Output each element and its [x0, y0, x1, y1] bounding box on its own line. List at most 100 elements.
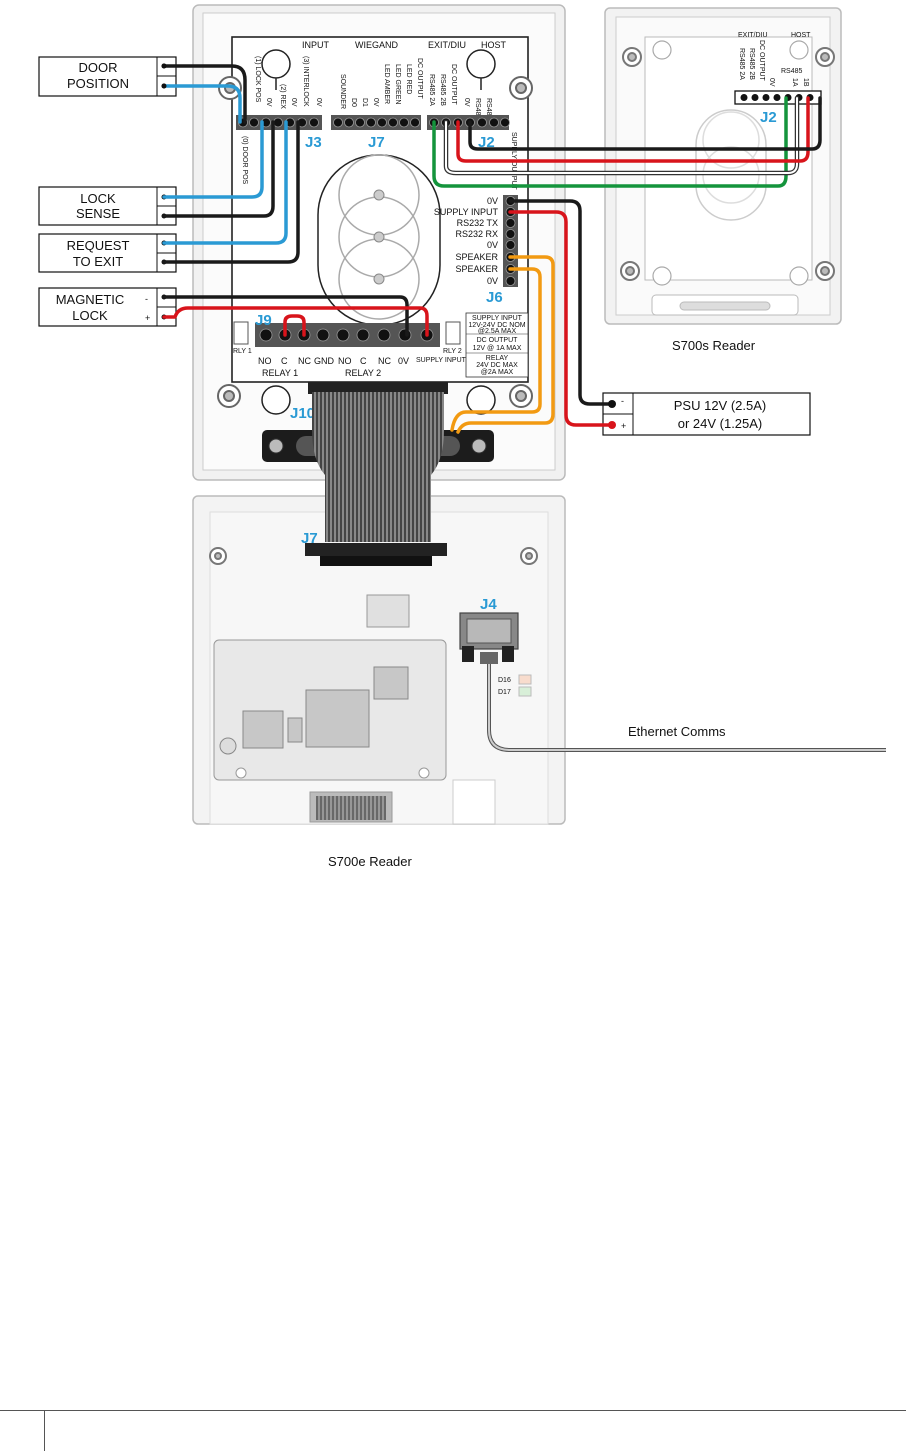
j3-label: J3 [305, 134, 322, 151]
svg-text:0V: 0V [372, 98, 379, 107]
svg-text:LED RED: LED RED [405, 64, 412, 94]
svg-text:RS485 2B: RS485 2B [439, 74, 446, 106]
header-input: INPUT [302, 40, 330, 50]
svg-text:D17: D17 [498, 689, 511, 696]
svg-text:SOUNDER: SOUNDER [339, 74, 346, 109]
svg-text:DC OUTPUT: DC OUTPUT [416, 58, 423, 100]
svg-text:SUPPLY INPUT: SUPPLY INPUT [434, 207, 499, 217]
svg-text:TO EXIT: TO EXIT [73, 254, 123, 269]
reader-j7-label: J7 [301, 530, 318, 547]
svg-text:RLY 2: RLY 2 [443, 348, 462, 355]
svg-text:0V: 0V [398, 356, 409, 366]
svg-text:LED GREEN: LED GREEN [394, 64, 401, 104]
svg-text:(3) INTERLOCK: (3) INTERLOCK [302, 56, 309, 107]
svg-text:LED AMBER: LED AMBER [383, 64, 390, 104]
s700e-reader: J7 J4 D16 D17 Ethernet Comms S700e Reade… [192, 495, 886, 869]
svg-text:HOST: HOST [791, 32, 811, 39]
svg-text:1A: 1A [791, 78, 798, 87]
svg-text:0V: 0V [487, 276, 498, 286]
svg-text:LOCK: LOCK [72, 308, 108, 323]
header-host: HOST [481, 40, 507, 50]
svg-text:-: - [621, 396, 624, 406]
svg-text:@2.5A MAX: @2.5A MAX [478, 328, 517, 335]
svg-text:PSU 12V (2.5A): PSU 12V (2.5A) [674, 398, 767, 413]
j9-label: J9 [255, 312, 272, 329]
svg-text:RS485: RS485 [781, 68, 803, 75]
svg-text:0V: 0V [463, 98, 470, 107]
svg-text:or 24V (1.25A): or 24V (1.25A) [678, 416, 763, 431]
svg-text:NO: NO [338, 356, 352, 366]
svg-text:REQUEST: REQUEST [67, 238, 130, 253]
svg-text:RELAY 2: RELAY 2 [345, 368, 381, 378]
s700s-reader: EXIT/DIU HOST RS485 1B 1A 0V DC OUTPUT R… [604, 7, 842, 353]
svg-text:RS232 TX: RS232 TX [457, 218, 498, 228]
svg-text:NO: NO [258, 356, 272, 366]
footer-rule [0, 1410, 906, 1411]
svg-text:D16: D16 [498, 677, 511, 684]
door-position-box: DOOR POSITION [38, 56, 177, 97]
status-leds: D16 D17 [498, 674, 532, 697]
ethernet-jack [459, 612, 519, 664]
reader-j4-label: J4 [480, 596, 497, 613]
lock-sense-box: LOCK SENSE [38, 186, 177, 226]
magnetic-lock-box: MAGNETIC LOCK - + [38, 287, 177, 327]
svg-text:RELAY 1: RELAY 1 [262, 368, 298, 378]
header-exit-diu: EXIT/DIU [428, 40, 466, 50]
j6-label: J6 [486, 289, 503, 306]
supply-spec-box: SUPPLY INPUT 12V-24V DC NOM @2.5A MAX DC… [465, 312, 529, 378]
svg-text:24V DC MAX: 24V DC MAX [476, 362, 518, 369]
svg-text:GND: GND [314, 356, 335, 366]
ribbon-connector-bottom [309, 791, 393, 823]
s700e-reader-caption: S700e Reader [328, 854, 413, 869]
svg-text:SUPPLY INPUT: SUPPLY INPUT [416, 357, 467, 364]
ethernet-comms-label: Ethernet Comms [628, 724, 726, 739]
request-to-exit-box: REQUEST TO EXIT [38, 233, 177, 273]
svg-text:DC OUTPUT: DC OUTPUT [450, 64, 457, 106]
svg-text:0V: 0V [487, 196, 498, 206]
speaker-area [317, 154, 441, 326]
j2-label: J2 [478, 134, 495, 151]
mounting-holes [217, 76, 533, 408]
s700s-j2-terminal [734, 90, 822, 105]
pcb-board [213, 639, 447, 781]
j7-terminal-block [331, 115, 421, 130]
s700e-controller: INPUT WIEGAND EXIT/DIU HOST (1) LOCK POS… [192, 4, 566, 481]
svg-text:RS485 1A: RS485 1A [474, 98, 481, 130]
psu-box: - + PSU 12V (2.5A) or 24V (1.25A) [602, 392, 811, 436]
j6-terminal-block: 0V SUPPLY INPUT RS232 TX RS232 RX 0V SPE… [434, 195, 518, 287]
svg-text:1B: 1B [802, 78, 809, 87]
svg-text:NC: NC [298, 356, 311, 366]
svg-text:0V: 0V [290, 98, 297, 107]
svg-text:DC OUTPUT: DC OUTPUT [477, 337, 519, 344]
ribbon-cable-j10 [305, 382, 448, 566]
psu-terminals [608, 400, 616, 429]
svg-text:NC: NC [378, 356, 391, 366]
svg-text:RS485 2B: RS485 2B [748, 48, 755, 80]
svg-text:SENSE: SENSE [76, 206, 120, 221]
svg-text:-: - [145, 294, 148, 304]
svg-text:C: C [281, 356, 288, 366]
svg-text:DOOR: DOOR [79, 60, 118, 75]
svg-text:(2) REX: (2) REX [279, 84, 286, 109]
svg-text:12V-24V DC NOM: 12V-24V DC NOM [468, 322, 525, 329]
s700s-caption: S700s Reader [672, 338, 756, 353]
j3-terminal-block [236, 115, 322, 130]
svg-text:RELAY: RELAY [486, 355, 509, 362]
svg-text:C: C [360, 356, 367, 366]
svg-text:RS485 1B: RS485 1B [485, 98, 492, 130]
svg-text:(1) LOCK POS: (1) LOCK POS [254, 56, 261, 103]
j10-label: J10 [290, 405, 315, 422]
svg-text:+: + [145, 313, 150, 323]
svg-text:RS232 RX: RS232 RX [455, 229, 498, 239]
svg-text:SUPPLY INPUT: SUPPLY INPUT [472, 315, 523, 322]
svg-text:+: + [621, 421, 626, 431]
svg-text:0V: 0V [487, 240, 498, 250]
svg-text:0V: 0V [768, 78, 775, 87]
svg-text:SPEAKER: SPEAKER [455, 264, 498, 274]
svg-text:D1: D1 [361, 98, 368, 107]
svg-text:MAGNETIC: MAGNETIC [56, 292, 125, 307]
svg-text:SPEAKER: SPEAKER [455, 252, 498, 262]
svg-text:EXIT/DIU: EXIT/DIU [738, 32, 768, 39]
external-devices: DOOR POSITION LOCK SENSE REQUEST TO EXIT… [38, 56, 177, 327]
